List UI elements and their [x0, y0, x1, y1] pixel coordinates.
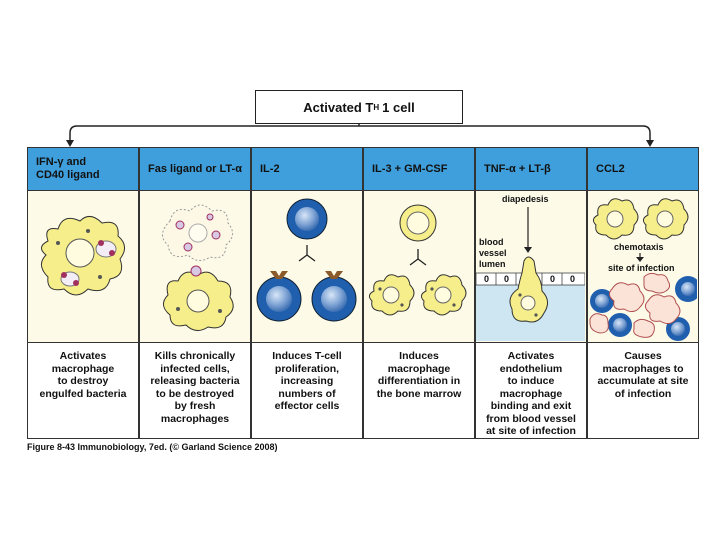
nucleus: [188, 223, 208, 243]
nucleus: [295, 207, 319, 231]
label-diapedesis: diapedesis: [502, 194, 549, 204]
il2-receptor: [270, 271, 288, 279]
panel-description: Kills chronically infected cells, releas…: [150, 350, 240, 425]
panel-illustration: [140, 191, 250, 343]
panel-fas-ligand: Fas ligand or LT-α Kills chronically inf…: [139, 147, 251, 439]
nucleus: [656, 210, 674, 228]
nucleus: [434, 286, 452, 304]
connector-white-band: [71, 127, 649, 140]
panel-illustration: 0 0 0 0 diapedesis blood vessel lumen: [476, 191, 586, 343]
label-vessel: vessel: [479, 248, 507, 258]
nucleus: [606, 210, 624, 228]
panel-header-text: IFN-γ and CD40 ligand: [36, 156, 100, 181]
title-subscript: H: [373, 102, 380, 112]
il2-receptor: [325, 271, 343, 279]
nucleus: [321, 286, 347, 312]
title-suffix: 1 cell: [382, 99, 415, 115]
endothelial-cell-marker: 0: [550, 274, 555, 284]
panel-ifn-gamma: IFN-γ and CD40 ligand Activates macropha…: [27, 147, 139, 439]
title-main: Activated T: [303, 99, 374, 115]
panel-illustration: [28, 191, 138, 343]
endothelial-cell-marker: 0: [504, 274, 509, 284]
lysosome: [98, 240, 104, 246]
panel-header: TNF-α + LT-β: [476, 148, 586, 191]
panel-il3-gmcsf: IL-3 + GM-CSF Induces macrophage differe…: [363, 147, 475, 439]
infected-tissue-cell: [643, 272, 671, 294]
endothelial-cell-marker: 0: [484, 274, 489, 284]
connector-arrows: [66, 124, 654, 147]
panel-ccl2: CCL2 chemotaxis site of infection: [587, 147, 699, 439]
panel-illustration: [364, 191, 474, 343]
migrating-macrophage: [509, 256, 548, 323]
nucleus: [406, 211, 430, 235]
panel-header: IFN-γ and CD40 ligand: [28, 148, 138, 191]
label-blood: blood: [479, 237, 504, 247]
panel-description: Induces T-cell proliferation, increasing…: [272, 350, 342, 412]
panel-tnf-lt: TNF-α + LT-β 0 0 0 0 diapedesis blood ve…: [475, 147, 587, 439]
label-site-of-infection: site of infection: [608, 263, 675, 273]
nucleus: [520, 295, 536, 311]
panel-header: IL-3 + GM-CSF: [364, 148, 474, 191]
panel-header-text: Fas ligand or LT-α: [148, 162, 242, 175]
panel-description: Activates macrophage to destroy engulfed…: [39, 350, 127, 400]
panel-description: Induces macrophage differentiation in th…: [376, 350, 462, 400]
panel-header-text: IL-3 + GM-CSF: [372, 162, 448, 175]
panel-header-text: TNF-α + LT-β: [484, 162, 551, 175]
panel-il2: IL-2 Induces T-cell proliferation, incre…: [251, 147, 363, 439]
infected-tissue-cell: [589, 313, 609, 334]
arrow-head: [646, 140, 654, 147]
lysosome: [61, 272, 67, 278]
label-lumen: lumen: [479, 259, 506, 269]
panel-header-text: IL-2: [260, 162, 280, 175]
panel-description: Causes macrophages to accumulate at site…: [597, 350, 689, 400]
endothelial-cell-marker: 0: [570, 274, 575, 284]
panel-header: IL-2: [252, 148, 362, 191]
panel-illustration: chemotaxis site of infection: [588, 191, 698, 343]
nucleus: [382, 286, 400, 304]
nucleus: [65, 238, 95, 268]
panel-header-text: CCL2: [596, 162, 625, 175]
panel-header: CCL2: [588, 148, 698, 191]
infected-tissue-cell: [644, 294, 681, 325]
panel-illustration: [252, 191, 362, 343]
figure-caption: Figure 8-43 Immunobiology, 7ed. (© Garla…: [27, 442, 278, 452]
panel-header: Fas ligand or LT-α: [140, 148, 250, 191]
label-chemotaxis: chemotaxis: [614, 242, 664, 252]
infected-tissue-cell: [608, 282, 645, 313]
nucleus: [266, 286, 292, 312]
nucleus: [186, 289, 210, 313]
arrow-head: [66, 140, 74, 147]
infected-tissue-cell: [633, 318, 655, 338]
panel-description: Activates endothelium to induce macropha…: [486, 350, 576, 437]
